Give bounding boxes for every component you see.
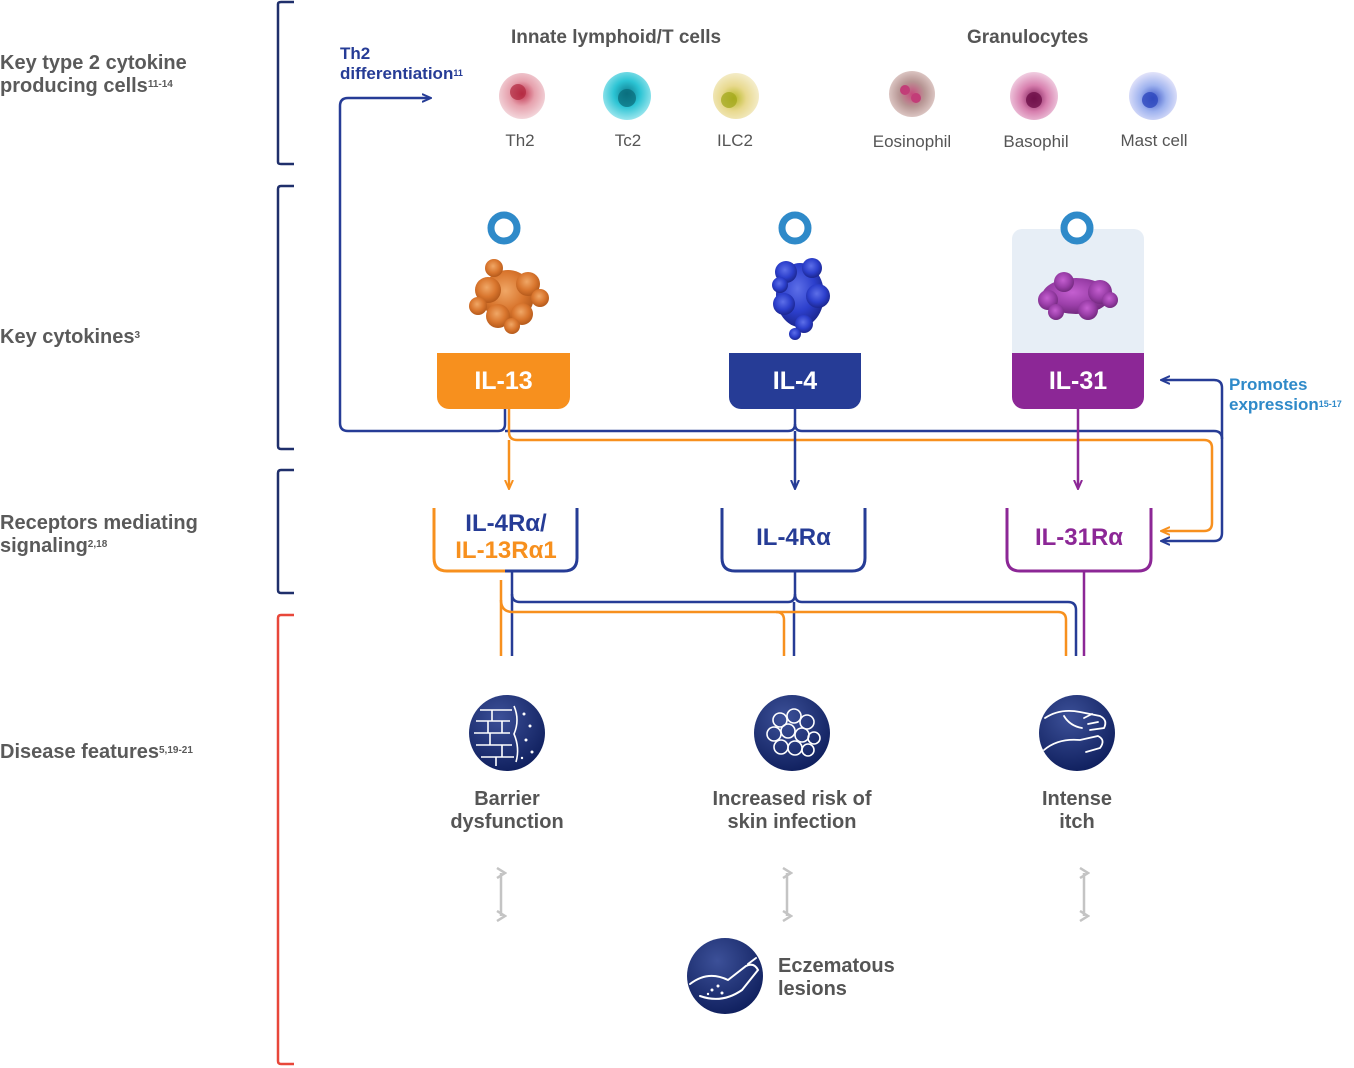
tc2-cell-image (603, 72, 651, 120)
il13-to-il31r-connector (507, 408, 1214, 531)
bracket-cytokines (276, 184, 294, 451)
row-label-cells: Key type 2 cytokine producing cells11-14 (0, 52, 187, 97)
cell-label-tc2: Tc2 (614, 131, 642, 150)
arm-lesion-icon (687, 938, 763, 1014)
ilc2-cell-image (713, 73, 759, 119)
th2-differentiation-note: Th2 differentiation11 (340, 44, 463, 83)
receptor-il4ra: IL-4Rα (756, 524, 831, 551)
receptor-shape-il4ra-il13ra1 (432, 508, 579, 573)
il31-ring-marker (1060, 211, 1094, 245)
row-label-cytokines: Key cytokines3 (0, 326, 141, 348)
il4-ring-marker (778, 211, 812, 245)
promotes-expression-arrow (1162, 380, 1224, 439)
receptor-to-feature-connectors (499, 571, 1086, 656)
eosinophil-cell-image (889, 71, 935, 117)
promotes-expression-note: Promotes expression15-17 (1229, 375, 1342, 414)
basophil-cell-image (1010, 72, 1058, 120)
cell-label-eosinophil: Eosinophil (872, 132, 952, 151)
il31-protein-image (1038, 272, 1118, 320)
bracket-features (276, 613, 294, 1066)
il13-ring-marker (487, 211, 521, 245)
cytokine-il13: IL-13 (437, 353, 570, 409)
il4-protein-image (772, 258, 830, 340)
row-label-receptors: Receptors mediating signaling2,18 (0, 512, 198, 557)
mast-cell-image (1129, 72, 1177, 120)
bracket-receptors (276, 468, 294, 595)
il13-protein-image (469, 259, 549, 334)
cell-label-th2: Th2 (505, 131, 535, 150)
bracket-cells (276, 0, 294, 166)
granulocytes-title: Granulocytes (967, 27, 1089, 48)
innate-cells-title: Innate lymphoid/T cells (511, 27, 722, 48)
bacteria-cluster-icon (754, 695, 830, 771)
receptor-il31ra: IL-31Rα (1034, 524, 1124, 551)
receptor-shape-il4ra (720, 508, 867, 573)
feature-to-lesion-arrows (501, 873, 1084, 916)
cytokine-il4: IL-4 (729, 353, 861, 409)
th2-cell-image (499, 73, 545, 119)
cell-label-basophil: Basophil (1003, 132, 1069, 151)
receptor-il4ra-il13ra1: IL-4Rα/ IL-13Rα1 (455, 510, 557, 564)
receptor-shape-il31ra (1005, 508, 1153, 573)
th2-differentiation-arrow (338, 98, 507, 433)
row-label-features: Disease features5,19-21 (0, 741, 193, 763)
brick-wall-icon (469, 695, 545, 771)
cell-label-ilc2: ILC2 (717, 131, 753, 150)
scratching-hand-icon (1039, 695, 1115, 771)
il4-to-il31r-connector (793, 408, 1224, 541)
cell-label-mast-cell: Mast cell (1120, 131, 1188, 150)
cytokine-il31: IL-31 (1012, 353, 1144, 409)
